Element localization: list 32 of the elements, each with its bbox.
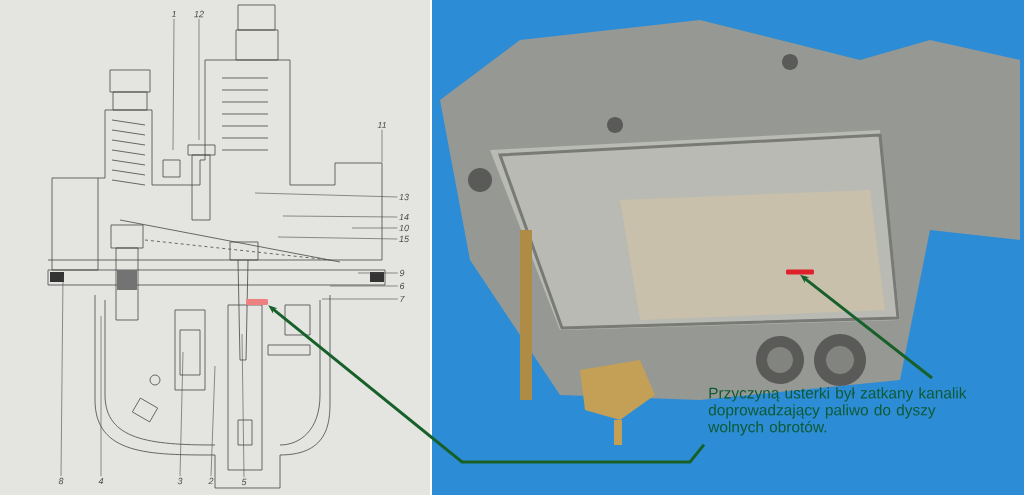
callout-number: 2 [208,477,214,485]
callout-number: 15 [399,235,409,243]
callout-number: 9 [399,269,405,277]
callout-number: 6 [400,282,405,290]
callout-number: 1 [171,10,176,18]
callout-number: 3 [177,477,183,485]
leader-line [198,18,200,141]
callout-number: 7 [400,295,405,303]
callout-number: 4 [98,477,104,485]
leader-line [329,285,399,287]
leader-line [100,315,102,477]
callout-number: 11 [377,121,386,129]
leader-line [172,18,175,151]
marked-channel [246,299,268,305]
leader-line [179,351,184,477]
leader-line [254,192,398,198]
leader-line [357,272,399,274]
leader-line [321,298,399,300]
leader-line [277,236,398,240]
marked-channel [786,269,814,275]
leader-line [282,215,398,218]
leader-line [351,227,398,229]
callout-number: 10 [399,224,409,232]
callout-number: 14 [399,213,409,221]
leader-line [60,275,64,477]
callout-number: 13 [399,193,409,201]
leader-line [210,365,216,477]
leader-line [381,129,383,163]
callout-number: 5 [241,478,247,486]
callout-number: 12 [194,10,204,18]
leader-line [241,333,245,478]
callout-number: 8 [58,477,64,485]
